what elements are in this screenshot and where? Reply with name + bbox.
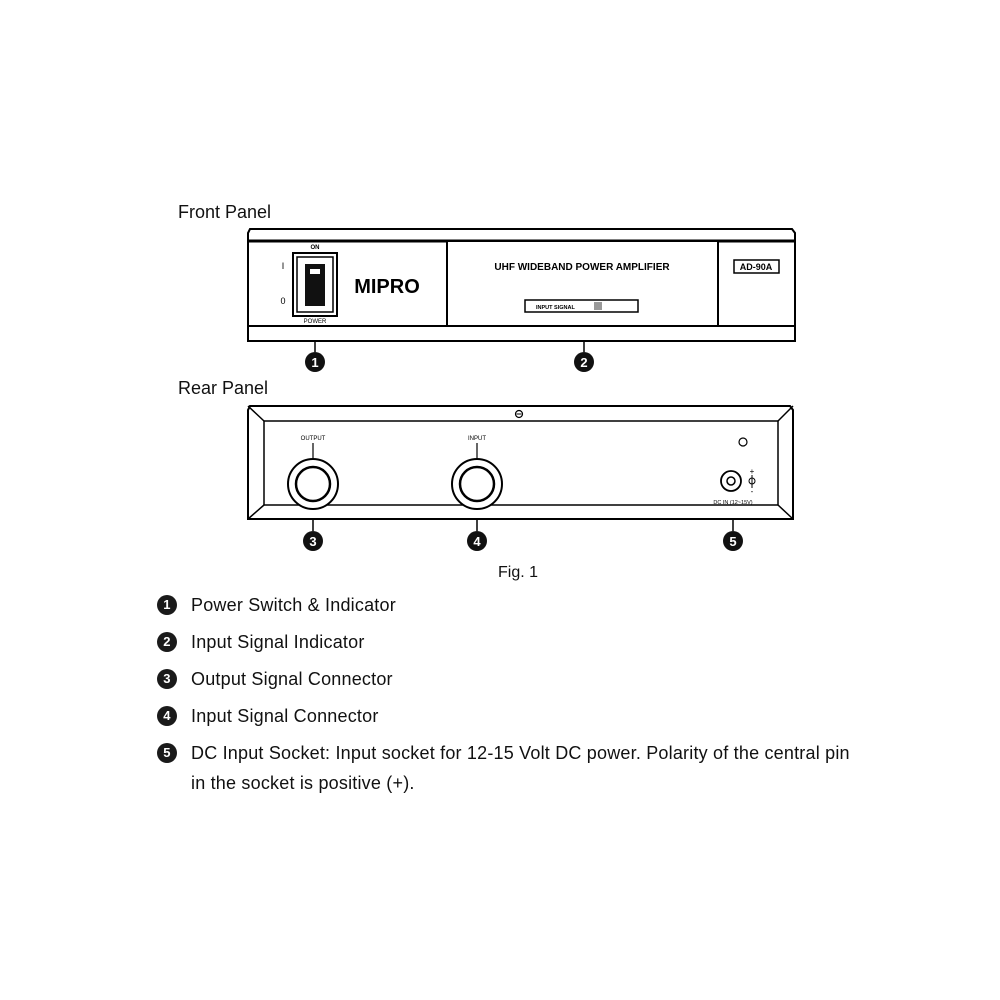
display-window [446, 240, 719, 327]
legend-item-output-connector: 3 Output Signal Connector [157, 664, 851, 694]
input-signal-label: INPUT SIGNAL [536, 305, 575, 311]
legend-text: Output Signal Connector [191, 669, 393, 689]
front-panel-heading: Front Panel [178, 202, 272, 222]
legend-number: 5 [157, 743, 177, 763]
legend-number: 2 [157, 632, 177, 652]
legend-item-dc-input-socket: 5 DC Input Socket: Input socket for 12-1… [157, 738, 851, 798]
input-signal-box [524, 299, 639, 313]
o-label: 0 [280, 296, 285, 306]
svg-text:2: 2 [580, 355, 587, 370]
model-badge [733, 259, 780, 274]
legend-number: 1 [157, 595, 177, 615]
callout-3: 3 [303, 519, 323, 551]
power-indicator [310, 269, 320, 274]
product-title: UHF WIDEBAND POWER AMPLIFIER [494, 262, 670, 273]
svg-text:4: 4 [473, 534, 481, 549]
front-panel: ON I 0 POWER MIPRO UHF WIDEBAND POWER AM… [247, 228, 796, 342]
polarity-minus: - [751, 487, 754, 496]
rear-panel: OUTPUT INPUT + - DC IN (12~15V) [247, 405, 794, 520]
input-signal-led [594, 302, 602, 310]
svg-text:5: 5 [729, 534, 736, 549]
input-label: INPUT [468, 436, 486, 442]
callout-5: 5 [723, 519, 743, 551]
callout-1: 1 [305, 341, 325, 372]
dc-in-label: DC IN (12~15V) [713, 500, 752, 506]
callout-4: 4 [467, 519, 487, 551]
legend-item-input-signal-indicator: 2 Input Signal Indicator [157, 627, 851, 657]
svg-text:3: 3 [309, 534, 316, 549]
i-label: I [282, 261, 285, 271]
rocker-icon [305, 264, 325, 306]
legend-number: 3 [157, 669, 177, 689]
svg-text:1: 1 [311, 355, 318, 370]
on-label: ON [311, 245, 320, 251]
output-label: OUTPUT [301, 436, 326, 442]
model-label: AD-90A [740, 262, 773, 272]
legend-number: 4 [157, 706, 177, 726]
power-label: POWER [304, 319, 327, 325]
figure-caption: Fig. 1 [498, 564, 539, 581]
legend-text: Input Signal Indicator [191, 632, 365, 652]
rear-panel-heading: Rear Panel [178, 378, 269, 398]
polarity-plus: + [750, 467, 755, 476]
legend-text: DC Input Socket: Input socket for 12-15 … [191, 743, 850, 793]
legend-item-power-switch: 1 Power Switch & Indicator [157, 590, 851, 620]
status-led [738, 437, 748, 447]
legend-text: Power Switch & Indicator [191, 595, 396, 615]
legend-text: Input Signal Connector [191, 706, 379, 726]
callout-2: 2 [574, 341, 594, 372]
legend-item-input-connector: 4 Input Signal Connector [157, 701, 851, 731]
brand-logo: MIPRO [354, 276, 420, 298]
